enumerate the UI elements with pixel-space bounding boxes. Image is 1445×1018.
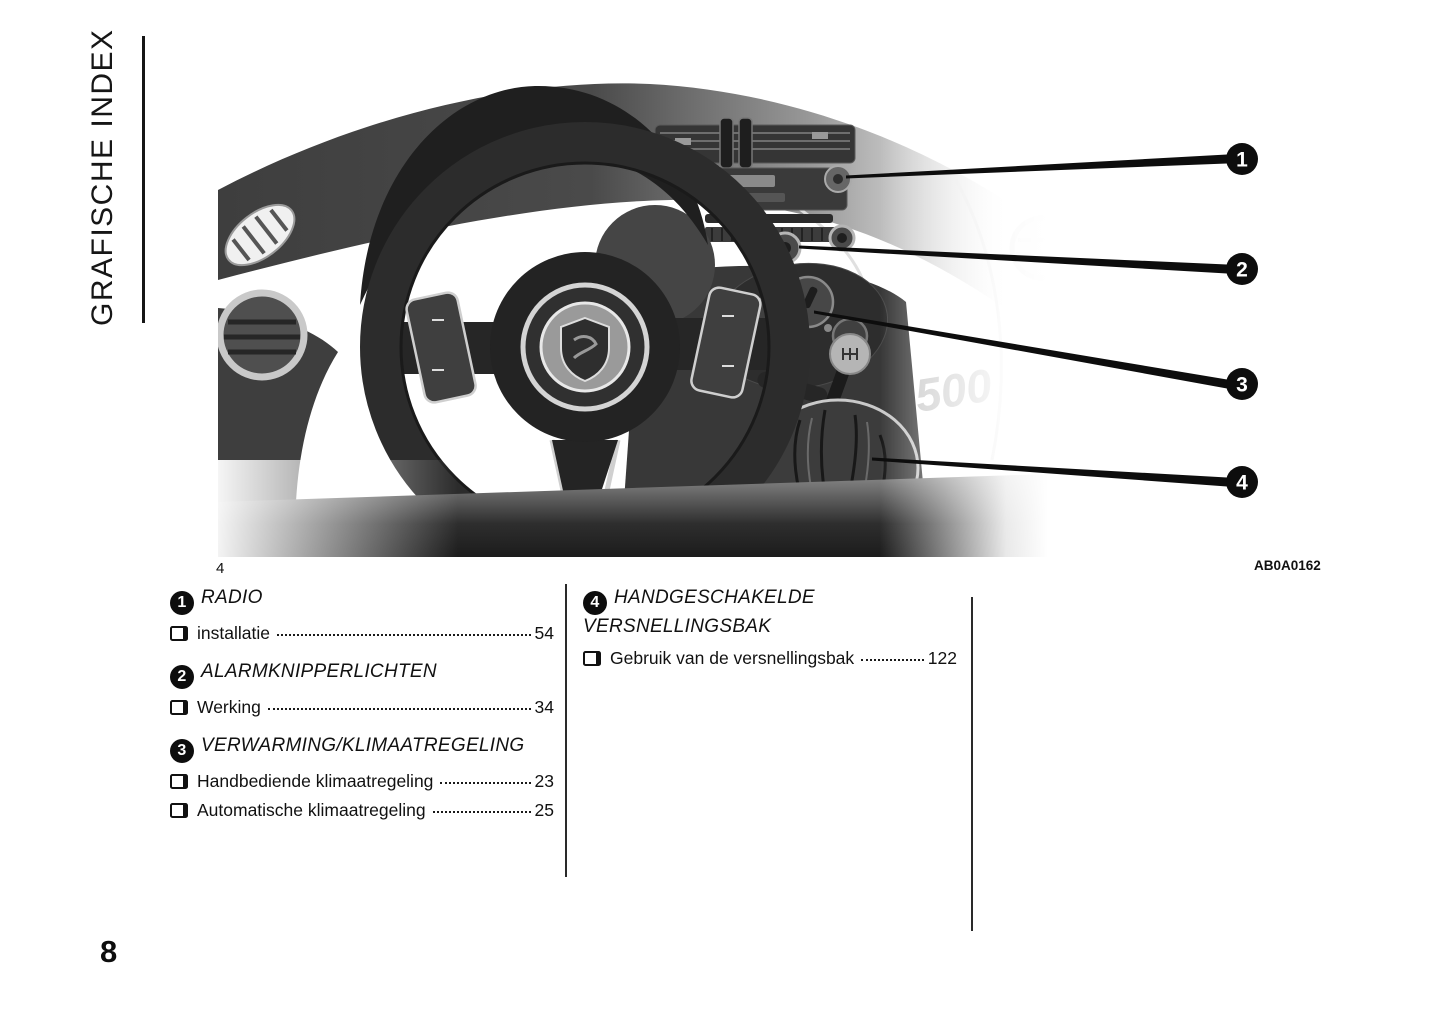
- dashboard-figure: 500: [200, 40, 1300, 570]
- callout-badge-1: 1: [1226, 143, 1258, 175]
- section-title-vertical: GRAFISCHE INDEX: [86, 28, 119, 326]
- legend-item-page: 34: [534, 697, 554, 717]
- center-vents-icon: [654, 117, 856, 169]
- dotted-leader: [861, 658, 924, 661]
- callout-lines: [799, 154, 1227, 487]
- legend-item-page: 122: [927, 647, 957, 668]
- legend-item-label: installatie: [197, 623, 270, 643]
- column-divider: [565, 584, 567, 877]
- legend-number-badge: 3: [170, 739, 194, 763]
- legend-column-left: 1 RADIO installatie 54 2 ALARMKNIPPERLICHT…: [170, 586, 554, 829]
- legend-header-hazard: 2 ALARMKNIPPERLICHTEN: [170, 660, 554, 689]
- left-vent-icon: [218, 289, 308, 381]
- dotted-leader: [440, 782, 531, 784]
- page-number: 8: [100, 934, 118, 969]
- legend-item-label: Werking: [197, 697, 261, 717]
- legend-item-page: 54: [534, 623, 554, 643]
- figure-number: 4: [216, 560, 225, 577]
- title-rule: [142, 36, 145, 323]
- legend-title: ALARMKNIPPERLICHTEN: [201, 661, 437, 682]
- square-bullet-icon: [170, 803, 188, 818]
- fade-bottom-left: [218, 460, 458, 557]
- legend-item: Werking 34: [170, 697, 554, 718]
- legend-item-label: Handbediende klimaatregeling: [197, 771, 434, 791]
- page-edge-divider: [971, 597, 973, 931]
- callout-line-4: [872, 457, 1227, 487]
- legend-item: Handbediende klimaatregeling 23: [170, 771, 554, 792]
- callout-badge-2: 2: [1226, 253, 1258, 285]
- callout-line-3: [814, 310, 1227, 389]
- square-bullet-icon: [583, 650, 601, 666]
- dotted-leader: [276, 634, 531, 636]
- legend-number-badge: 4: [583, 591, 607, 615]
- callout-badge-3: 3: [1226, 368, 1258, 400]
- legend-item: Gebruik van de versnellingsbak 122: [583, 648, 957, 669]
- legend-item-page: 23: [534, 771, 554, 791]
- svg-text:1: 1: [1236, 149, 1248, 172]
- side-demister-vent-icon: [224, 203, 296, 267]
- steering-wheel-icon: [360, 122, 810, 557]
- legend-header-climate: 3 VERWARMING/KLIMAATREGELING: [170, 734, 554, 763]
- square-bullet-icon: [170, 700, 188, 715]
- legend-item-label: Automatische klimaatregeling: [197, 800, 426, 820]
- svg-text:4: 4: [1236, 472, 1248, 495]
- legend-title: VERWARMING/KLIMAATREGELING: [201, 735, 525, 756]
- legend-item: installatie 54: [170, 623, 554, 644]
- legend-title: HANDGESCHAKELDE VERSNELLINGSBAK: [583, 587, 815, 637]
- callout-badges: 1 2 3 4: [1226, 143, 1258, 498]
- square-bullet-icon: [170, 626, 188, 641]
- svg-text:2: 2: [1236, 259, 1248, 282]
- dashboard-illustration: 500: [218, 65, 1258, 557]
- fade-right: [880, 65, 1048, 557]
- dotted-leader: [267, 708, 531, 710]
- legend-item: Automatische klimaatregeling 25: [170, 800, 554, 821]
- legend-number-badge: 1: [170, 591, 194, 615]
- callout-line-2: [799, 245, 1227, 274]
- legend-header-radio: 1 RADIO: [170, 586, 554, 615]
- callout-line-1: [846, 154, 1227, 179]
- legend-number-badge: 2: [170, 665, 194, 689]
- square-bullet-icon: [170, 774, 188, 789]
- figure-code: AB0A0162: [1254, 558, 1321, 573]
- dotted-leader: [432, 811, 531, 813]
- svg-text:3: 3: [1236, 374, 1248, 397]
- legend-item-label: Gebruik van de versnellingsbak: [610, 647, 855, 668]
- legend-title: RADIO: [201, 587, 263, 608]
- legend-item-page: 25: [534, 800, 554, 820]
- callout-badge-4: 4: [1226, 466, 1258, 498]
